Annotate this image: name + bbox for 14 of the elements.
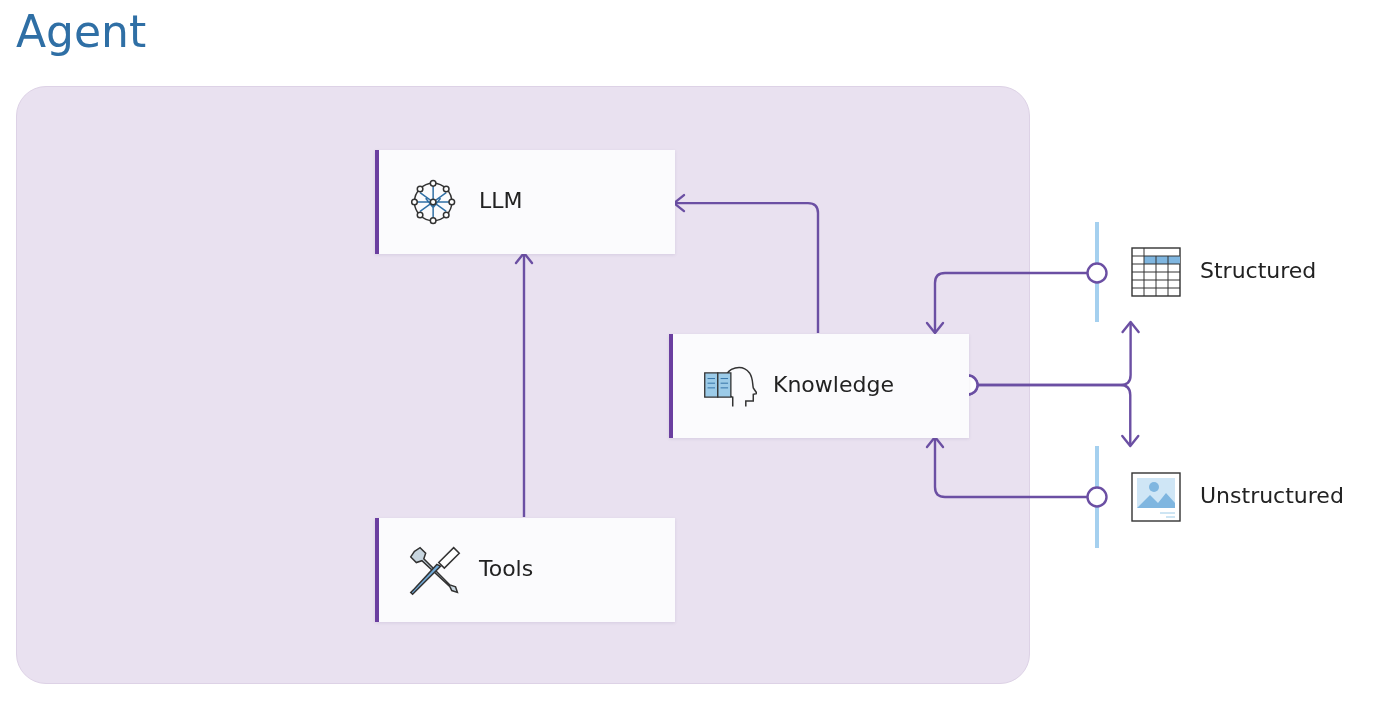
node-label: Unstructured — [1200, 483, 1344, 508]
group-title: Agent — [16, 6, 147, 57]
arrow — [672, 193, 820, 333]
node-label: Knowledge — [773, 372, 894, 397]
node-label: Tools — [479, 556, 534, 581]
node-label: Structured — [1200, 258, 1317, 283]
arrow — [925, 262, 1108, 335]
arrow — [514, 251, 534, 517]
node-label: LLM — [479, 188, 523, 213]
arrow — [925, 435, 1108, 508]
component-card — [375, 150, 675, 254]
component-card — [669, 334, 969, 438]
container-panel — [16, 86, 1030, 684]
component-card — [375, 518, 675, 622]
